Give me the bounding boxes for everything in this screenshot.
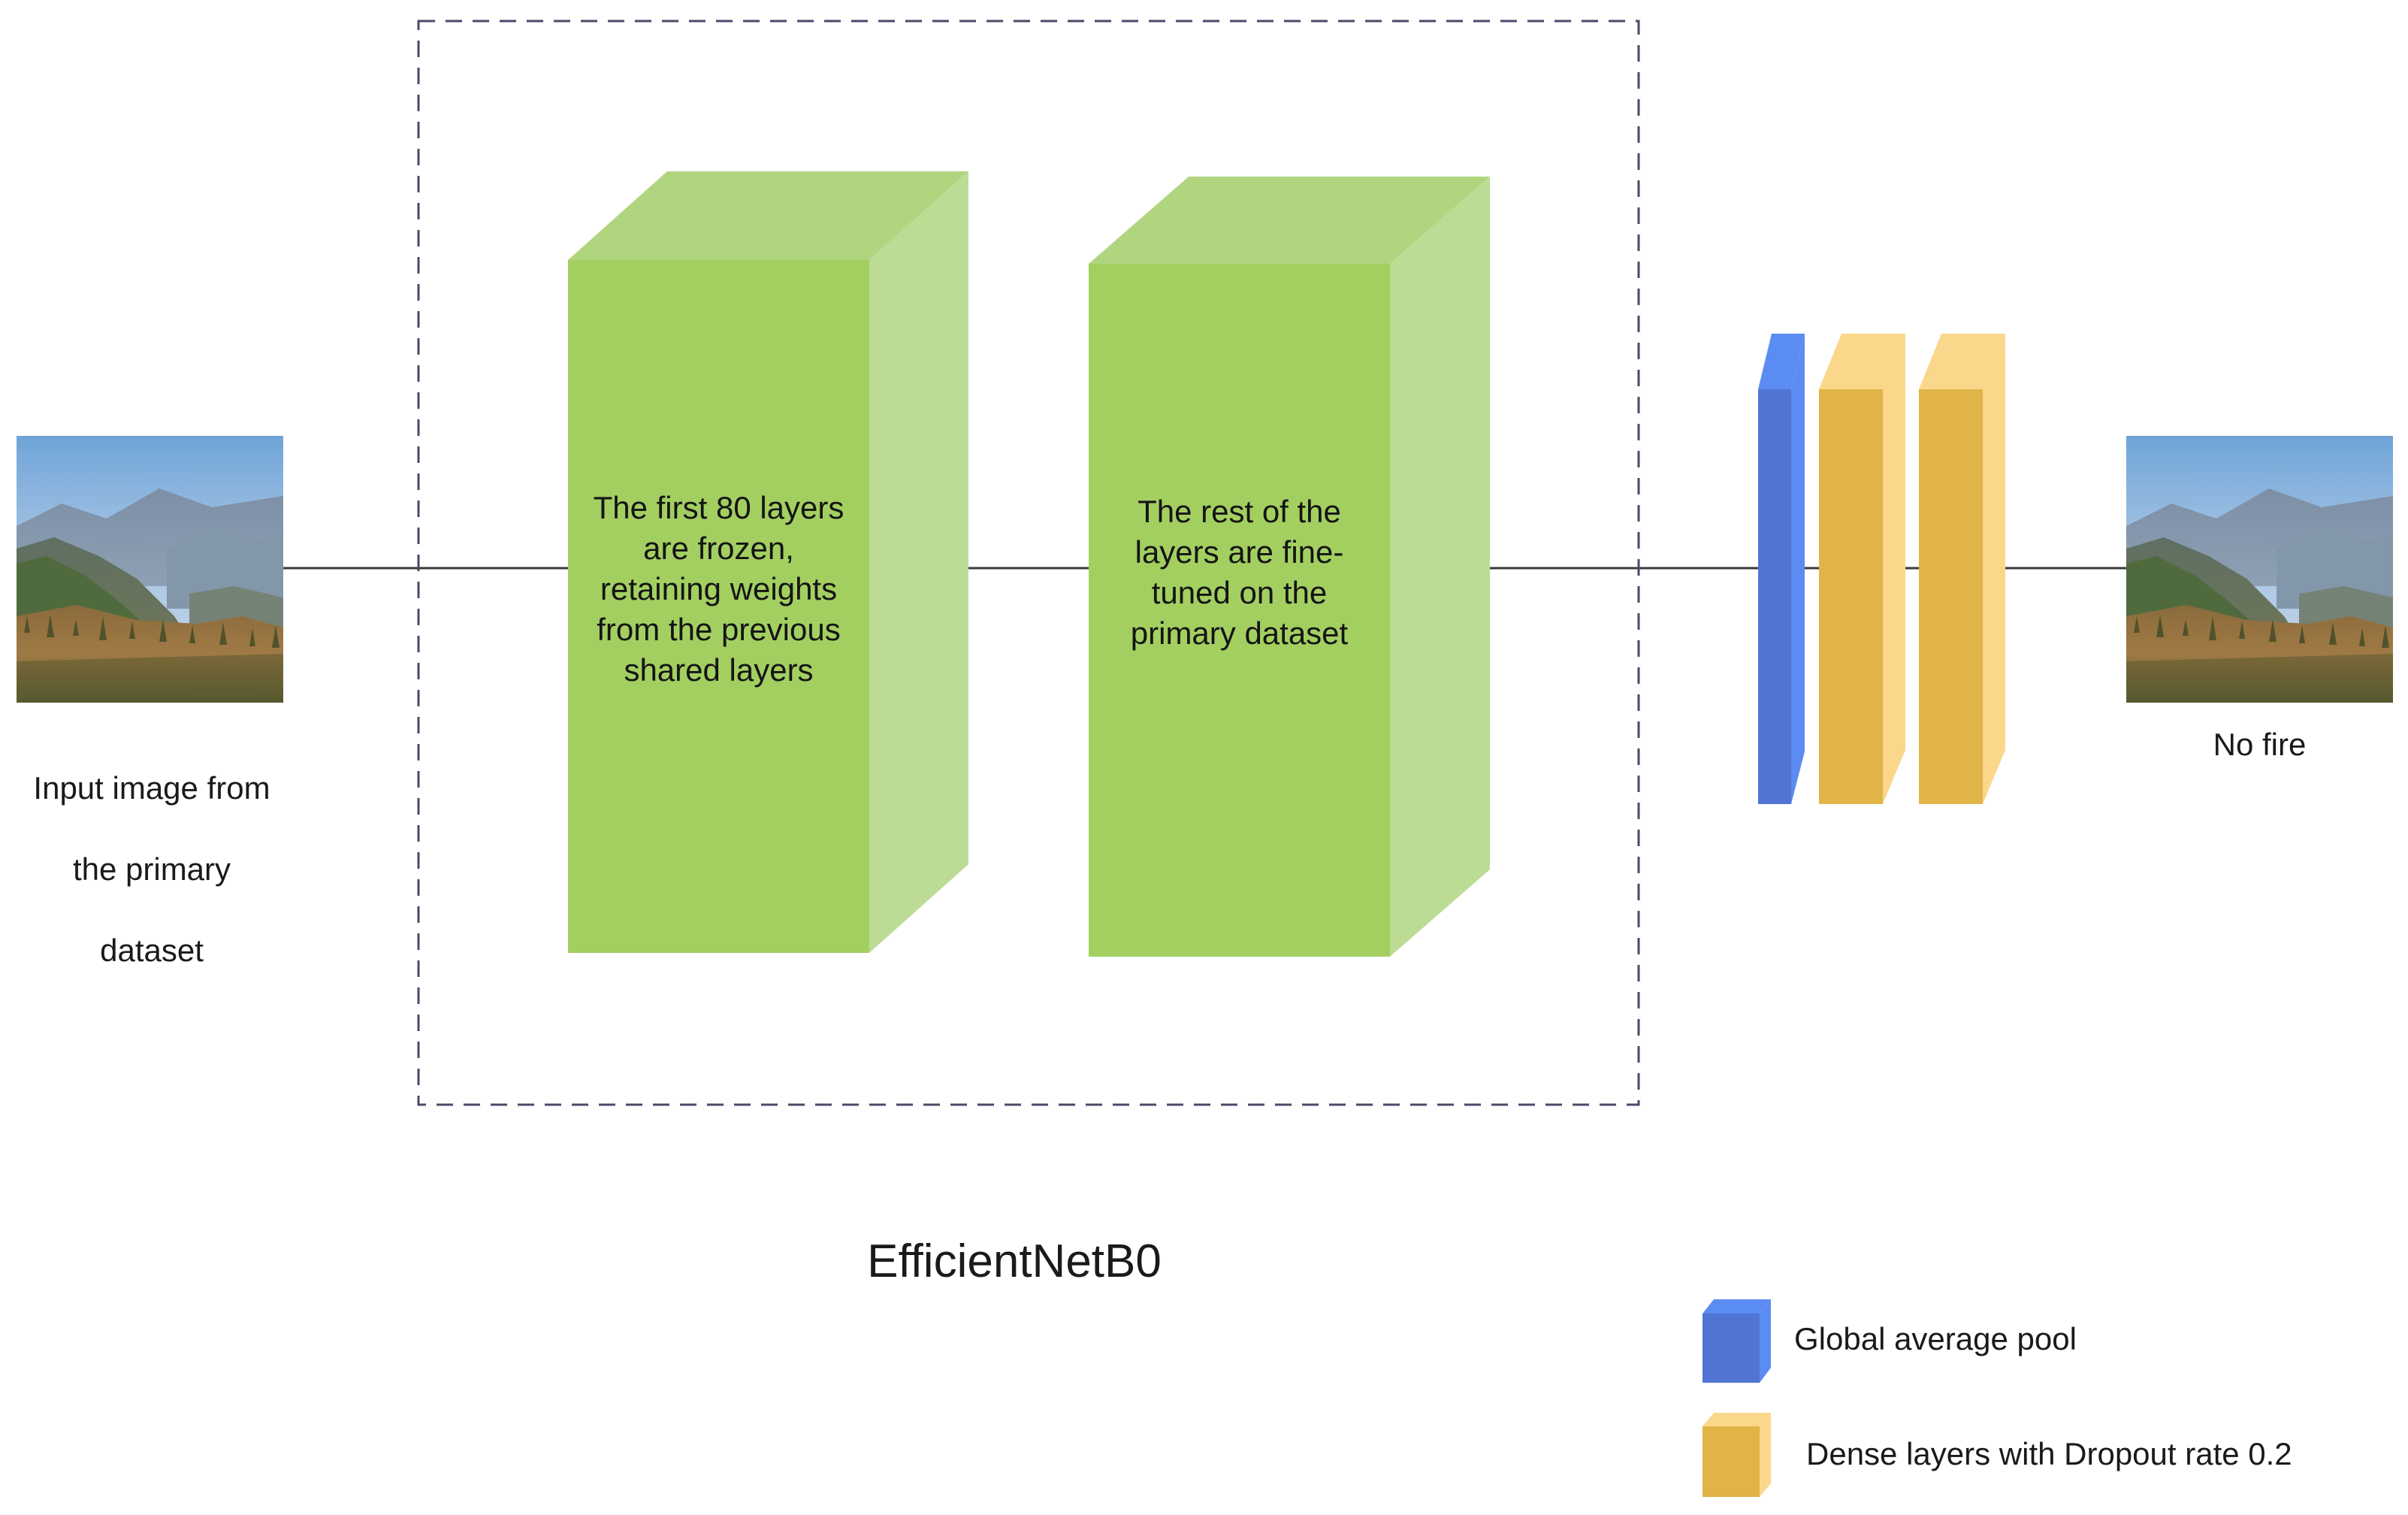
frozen-block-text-line: from the previous — [597, 612, 841, 647]
finetuned-layers-block — [1089, 177, 1490, 957]
input-image — [17, 436, 283, 703]
input-label: Input image from the primary dataset — [0, 727, 304, 1012]
global-average-pool-layer — [1758, 334, 1805, 804]
frozen-block-side — [869, 171, 968, 953]
finetuned-block-top — [1089, 177, 1490, 264]
finetuned-block-text-line: layers are fine- — [1135, 534, 1344, 570]
input-label-line: Input image from — [33, 770, 270, 806]
frozen-block-text-line: retaining weights — [600, 571, 838, 606]
finetuned-block-text-line: The rest of the — [1138, 494, 1341, 529]
frozen-layers-block — [568, 171, 968, 953]
dense-layer-1 — [1819, 334, 1905, 804]
frozen-block-top — [568, 171, 968, 260]
input-label-line: the primary — [72, 851, 231, 887]
finetuned-block-front — [1089, 264, 1390, 957]
efficientnet-boundary — [417, 20, 1640, 1106]
finetuned-block-text: The rest of the layers are fine- tuned o… — [1089, 491, 1390, 654]
frozen-block-text-line: are frozen, — [643, 531, 794, 566]
dense-layer-2 — [1919, 334, 2005, 804]
model-name: EfficientNetB0 — [867, 1235, 1162, 1287]
frozen-block-text: The first 80 layers are frozen, retainin… — [568, 488, 869, 691]
input-label-line: dataset — [100, 933, 204, 968]
finetuned-block-text-line: primary dataset — [1130, 615, 1349, 651]
frozen-block-text-line: shared layers — [624, 652, 814, 688]
output-label: No fire — [2213, 727, 2307, 762]
orange-box-icon — [1703, 1413, 1771, 1497]
legend-label-pool: Global average pool — [1794, 1321, 2077, 1356]
frozen-block-front — [568, 260, 869, 953]
finetuned-block-side — [1390, 177, 1490, 957]
legend-label-dense: Dense layers with Dropout rate 0.2 — [1806, 1436, 2292, 1471]
output-image — [2126, 436, 2393, 703]
finetuned-block-text-line: tuned on the — [1151, 575, 1328, 610]
blue-box-icon — [1703, 1299, 1771, 1383]
frozen-block-text-line: The first 80 layers — [593, 490, 844, 525]
